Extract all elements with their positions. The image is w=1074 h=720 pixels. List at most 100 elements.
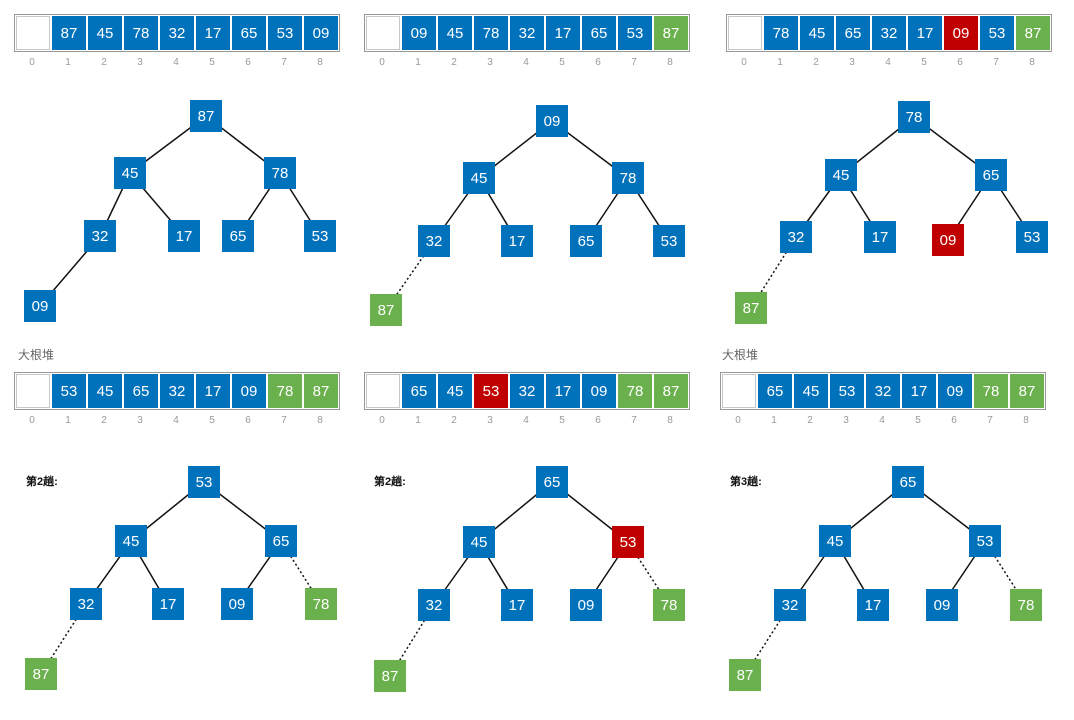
tree-node-6: 09: [221, 588, 253, 620]
array-index-label: 2: [813, 57, 819, 68]
array-index-label: 7: [281, 415, 287, 426]
tree-edges: [40, 481, 322, 675]
array-index-label: 2: [101, 57, 107, 68]
array-index-label: 4: [879, 415, 885, 426]
array-cell-5: 17: [546, 16, 580, 50]
array-cell-3: 78: [124, 16, 158, 50]
array-index-label: 8: [667, 415, 673, 426]
array-cell-4: 32: [866, 374, 900, 408]
tree-node-4: 32: [418, 225, 450, 257]
array-cell-5: 17: [546, 374, 580, 408]
tree-node-4: 32: [84, 220, 116, 252]
array-index-label: 2: [807, 415, 813, 426]
array-cell-2: 45: [88, 16, 122, 50]
array-index-label: 3: [487, 415, 493, 426]
array-cell-6: 65: [232, 16, 266, 50]
tree-node-7: 78: [1010, 589, 1042, 621]
array-cell-2: 45: [794, 374, 828, 408]
array-index-label: 7: [631, 415, 637, 426]
array-index-label: 0: [379, 415, 385, 426]
tree-node-2: 45: [825, 159, 857, 191]
array-index-label: 1: [415, 415, 421, 426]
tree-node-3: 53: [612, 526, 644, 558]
tree-node-8: 87: [729, 659, 761, 691]
tree-node-1: 78: [898, 101, 930, 133]
array-cell-7: 53: [618, 16, 652, 50]
tree-node-6: 09: [570, 589, 602, 621]
tree-node-4: 32: [70, 588, 102, 620]
array-index-label: 0: [29, 415, 35, 426]
heap-type-label: 大根堆: [722, 348, 759, 362]
tree-node-1: 87: [190, 100, 222, 132]
tree-node-7: 53: [304, 220, 336, 252]
tree-node-5: 17: [501, 225, 533, 257]
array-index-label: 0: [735, 415, 741, 426]
pass-title: 第2趟:: [26, 476, 58, 488]
tree-node-1: 65: [892, 466, 924, 498]
array-cell-4: 32: [160, 16, 194, 50]
array-index-label: 7: [281, 57, 287, 68]
array-cell-3: 65: [124, 374, 158, 408]
tree-node-3: 53: [969, 525, 1001, 557]
array-index-label: 5: [915, 415, 921, 426]
tree-node-5: 17: [864, 221, 896, 253]
array-index-label: 6: [595, 57, 601, 68]
array-index-label: 5: [559, 57, 565, 68]
array-index-label: 8: [1023, 415, 1029, 426]
array-cell-7: 53: [980, 16, 1014, 50]
array-cell-1: 78: [764, 16, 798, 50]
tree-node-5: 17: [168, 220, 200, 252]
array-cell-5: 17: [908, 16, 942, 50]
tree-edges: [744, 481, 1027, 676]
tree-node-3: 78: [612, 162, 644, 194]
tree-node-3: 65: [265, 525, 297, 557]
tree-node-5: 17: [857, 589, 889, 621]
array-cell-4: 32: [872, 16, 906, 50]
array-cell-5: 17: [196, 374, 230, 408]
array-cell-0: [16, 16, 50, 50]
array-cell-3: 53: [474, 374, 508, 408]
array-index-label: 4: [523, 415, 529, 426]
array-cell-6: 09: [582, 374, 616, 408]
tree-node-2: 45: [114, 157, 146, 189]
array-index-label: 3: [137, 57, 143, 68]
array-index-label: 1: [777, 57, 783, 68]
array-cell-3: 78: [474, 16, 508, 50]
tree-edges: [39, 115, 321, 307]
array-index-label: 1: [65, 415, 71, 426]
tree-node-1: 65: [536, 466, 568, 498]
array-cell-6: 65: [582, 16, 616, 50]
tree-node-8: 87: [370, 294, 402, 326]
array-cell-2: 45: [800, 16, 834, 50]
array-index-label: 5: [209, 57, 215, 68]
array-index-label: 8: [1029, 57, 1035, 68]
array-index-label: 4: [173, 415, 179, 426]
array-cell-0: [366, 374, 400, 408]
array-cell-3: 53: [830, 374, 864, 408]
tree-node-8: 87: [25, 658, 57, 690]
tree-node-7: 78: [305, 588, 337, 620]
array-index-label: 0: [29, 57, 35, 68]
tree-node-2: 45: [463, 162, 495, 194]
tree-node-1: 09: [536, 105, 568, 137]
array-cell-2: 45: [88, 374, 122, 408]
pass-title: 第3趟:: [730, 476, 762, 488]
array-index-label: 1: [65, 57, 71, 68]
array-index-label: 6: [595, 415, 601, 426]
array-index-label: 3: [849, 57, 855, 68]
array-index-label: 3: [843, 415, 849, 426]
array-cell-8: 09: [304, 16, 338, 50]
array-cell-8: 87: [654, 16, 688, 50]
tree-node-2: 45: [115, 525, 147, 557]
tree-node-1: 53: [188, 466, 220, 498]
tree-node-5: 17: [501, 589, 533, 621]
array-cell-1: 65: [402, 374, 436, 408]
array-cell-5: 17: [196, 16, 230, 50]
